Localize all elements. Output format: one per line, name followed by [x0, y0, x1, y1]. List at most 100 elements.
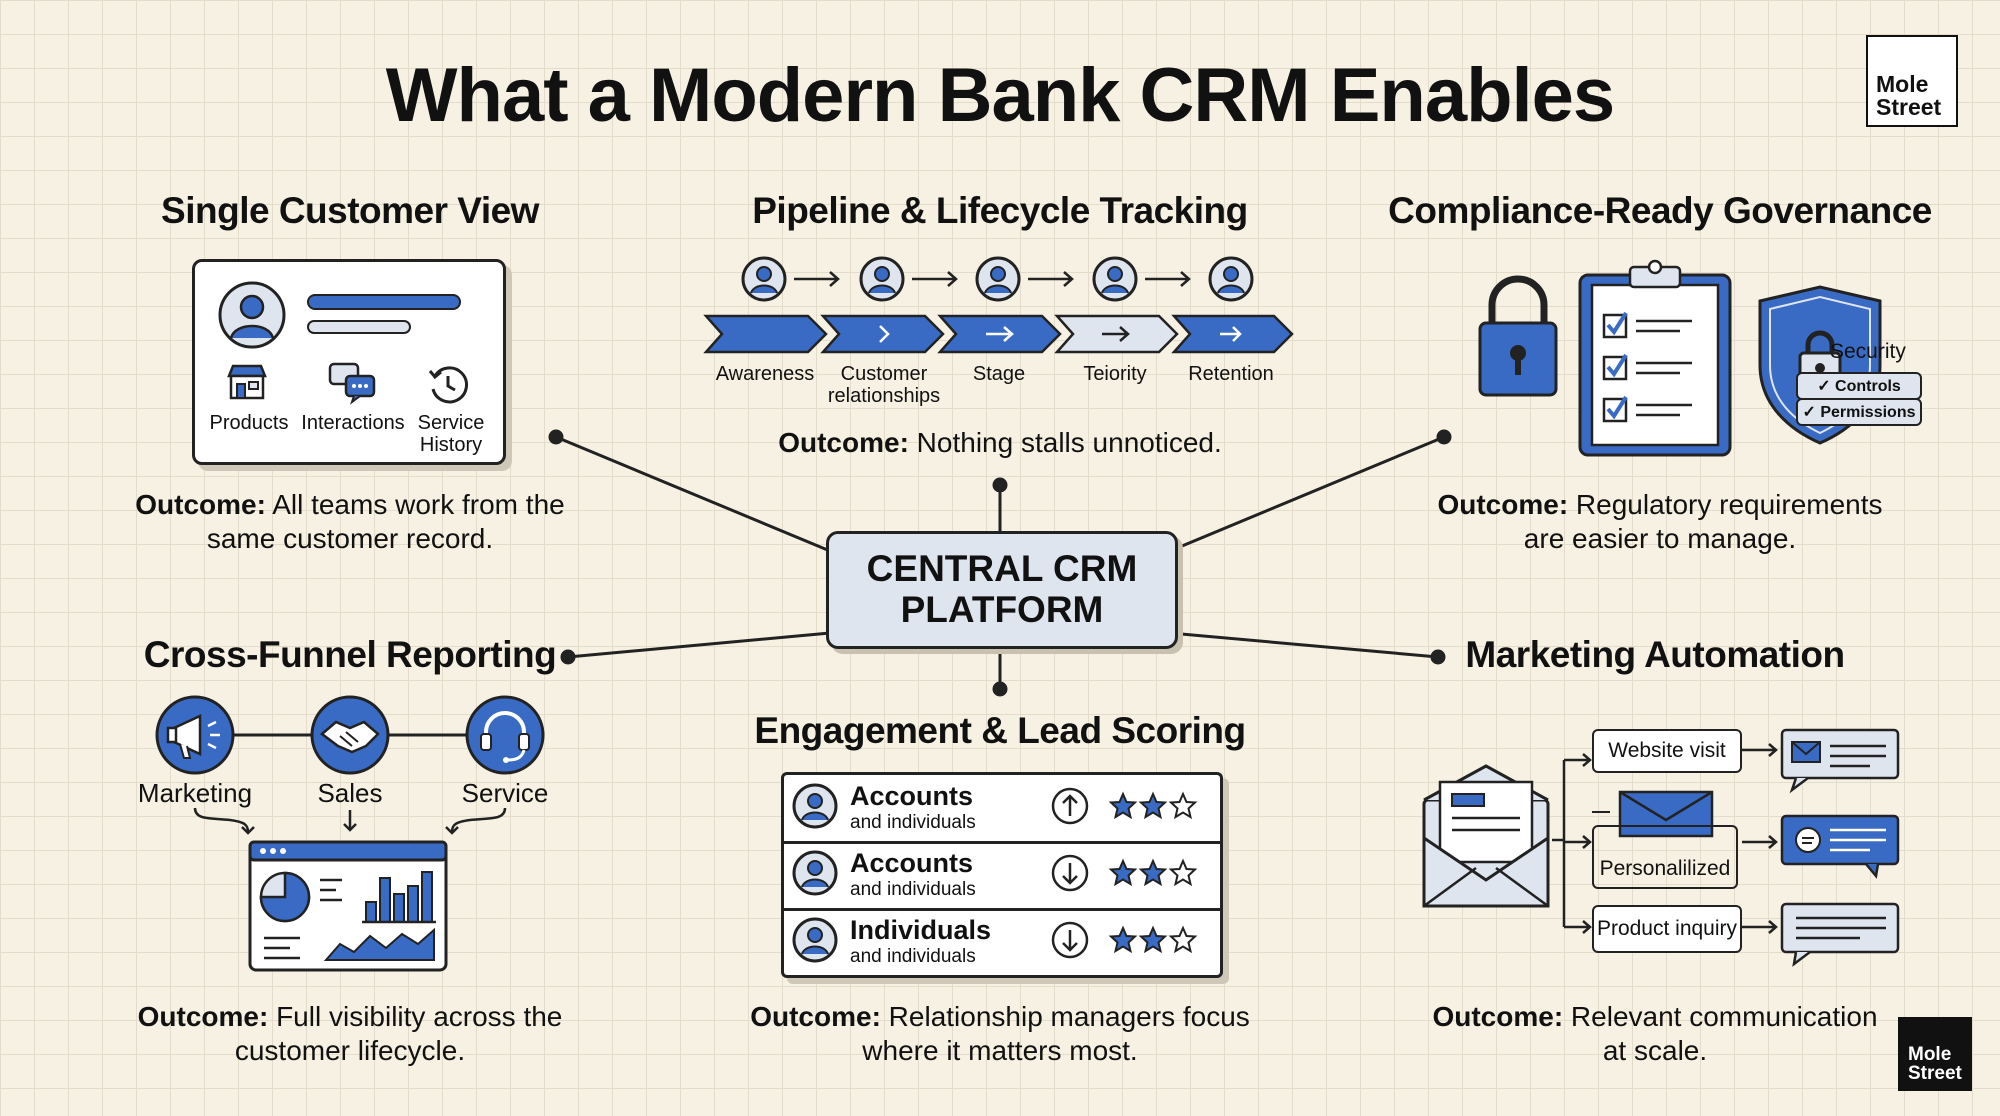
table-row: Accounts and individuals	[850, 781, 976, 834]
message-bubble-icon	[1780, 814, 1900, 879]
pipeline-stage-label: Retention	[1166, 363, 1296, 385]
star-icon	[1110, 793, 1136, 818]
handshake-icon	[310, 695, 390, 775]
row-divider	[784, 841, 1220, 844]
logo-line-2: Street	[1908, 1063, 1962, 1084]
user-avatar-icon	[218, 281, 286, 349]
controls-tag: ✓ Controls	[1796, 372, 1922, 400]
funnel-label-service: Service	[461, 778, 549, 808]
branch-arrows	[1564, 743, 1778, 934]
stage-label: Teiority	[1083, 363, 1147, 385]
reporting-diagram	[155, 695, 545, 972]
compliance-outcome: Outcome: Regulatory requirements are eas…	[1380, 488, 1940, 555]
user-avatar-icon	[792, 783, 838, 829]
headset-icon	[465, 695, 545, 775]
profile-bar-2	[307, 320, 411, 334]
marketing-title: Marketing Automation	[1465, 634, 1845, 675]
single-view-item: Service History	[401, 412, 501, 457]
flow-arrows	[794, 271, 1191, 287]
center-line-2: PLATFORM	[900, 589, 1104, 630]
single-view-title: Single Customer View	[161, 190, 539, 231]
store-icon	[227, 364, 267, 400]
stage-label: Stage	[972, 363, 1026, 385]
arrow-up-icon	[1051, 787, 1089, 825]
history-icon	[428, 366, 468, 404]
profile-bar-1	[307, 294, 461, 310]
outcome-text: where it matters most.	[862, 1034, 1138, 1066]
trigger-personalized: Personalilized	[1592, 825, 1738, 889]
stage-label: Retention	[1188, 363, 1274, 385]
pipeline-stage-label: Customer relationships	[816, 363, 952, 408]
pipeline-stage-label: Teiority	[1050, 363, 1180, 385]
outcome-label: Outcome:	[135, 489, 266, 520]
message-bubble-icon	[1780, 902, 1900, 967]
message-bubble-icon	[1780, 728, 1900, 794]
item-label: History	[419, 434, 483, 457]
single-view-outcome: Outcome: All teams work from the same cu…	[80, 488, 620, 555]
logo-line-2: Street	[1876, 94, 1942, 120]
outcome-text: All teams work from the	[265, 489, 565, 520]
outcome-text: Regulatory requirements	[1568, 489, 1883, 520]
logo-line-1: Mole	[1876, 71, 1929, 97]
security-label: Security	[1830, 340, 1906, 363]
permissions-tag: ✓ Permissions	[1796, 398, 1922, 426]
arrow-down-icon	[1051, 854, 1089, 892]
row-title: Accounts	[850, 781, 974, 811]
stage-label: Awareness	[715, 363, 815, 385]
reporting-title: Cross-Funnel Reporting	[143, 634, 557, 675]
outcome-text: Relationship managers focus	[880, 1001, 1250, 1032]
pie-bar-chart-icon	[248, 840, 448, 972]
pipeline-title: Pipeline & Lifecycle Tracking	[752, 190, 1248, 231]
arrow-down-icon	[1051, 921, 1089, 959]
center-line-1: CENTRAL CRM	[866, 548, 1138, 590]
outcome-label: Outcome:	[1432, 1001, 1564, 1032]
trigger-product-inquiry: Product inquiry	[1592, 905, 1742, 953]
scoring-title: Engagement & Lead Scoring	[754, 710, 1246, 751]
table-row: Accounts and individuals	[850, 848, 976, 901]
padlock-icon	[1478, 275, 1558, 397]
user-avatar-icon	[792, 917, 838, 963]
pipeline-stage-label: Awareness	[700, 363, 830, 385]
outcome-text: at scale.	[1602, 1034, 1708, 1066]
row-subtitle: and individuals	[850, 879, 976, 900]
pipeline-outcome: Outcome: Nothing stalls unnoticed.	[700, 426, 1300, 460]
funnel-label-sales: Sales	[317, 778, 383, 808]
row-subtitle: and individuals	[850, 812, 976, 833]
item-label: Interactions	[301, 412, 405, 434]
trigger-website-visit: Website visit	[1592, 729, 1742, 773]
compliance-title: Compliance-Ready Governance	[1388, 190, 1932, 231]
star-icon	[1140, 860, 1166, 885]
envelope-icon	[1422, 764, 1550, 908]
row-subtitle: and individuals	[850, 946, 976, 967]
outcome-label: Outcome:	[750, 1001, 881, 1032]
central-crm-platform: CENTRAL CRM PLATFORM	[826, 531, 1178, 649]
table-row: Individuals and individuals	[850, 915, 991, 968]
logo-line-1: Mole	[1908, 1044, 1952, 1065]
item-label: Service	[417, 412, 485, 434]
user-avatar-icon	[792, 850, 838, 896]
stage-label: relationships	[827, 385, 941, 408]
single-view-card: Products Interactions Service History	[192, 259, 506, 465]
star-icon	[1170, 860, 1196, 885]
item-label: Products	[209, 412, 289, 434]
chat-bubbles-icon	[328, 362, 376, 405]
outcome-text: customer lifecycle.	[234, 1034, 466, 1066]
page-title: What a Modern Bank CRM Enables	[385, 53, 1615, 138]
star-icon	[1170, 793, 1196, 818]
marketing-outcome: Outcome: Relevant communication at scale…	[1380, 1000, 1930, 1067]
outcome-text: Full visibility across the	[268, 1001, 563, 1032]
outcome-text: are easier to manage.	[1523, 522, 1797, 554]
funnel-arrows	[193, 807, 507, 835]
star-icon	[1110, 860, 1136, 885]
megaphone-icon	[155, 695, 235, 775]
row-title: Accounts	[850, 848, 974, 878]
row-divider	[784, 908, 1220, 911]
outcome-label: Outcome:	[1437, 489, 1569, 520]
outcome-text: same customer record.	[206, 522, 494, 554]
pipeline-diagram	[703, 256, 1294, 354]
marketing-diagram	[1422, 728, 1900, 967]
outcome-text: Relevant communication	[1563, 1001, 1878, 1032]
envelope-icon	[1592, 790, 1714, 838]
